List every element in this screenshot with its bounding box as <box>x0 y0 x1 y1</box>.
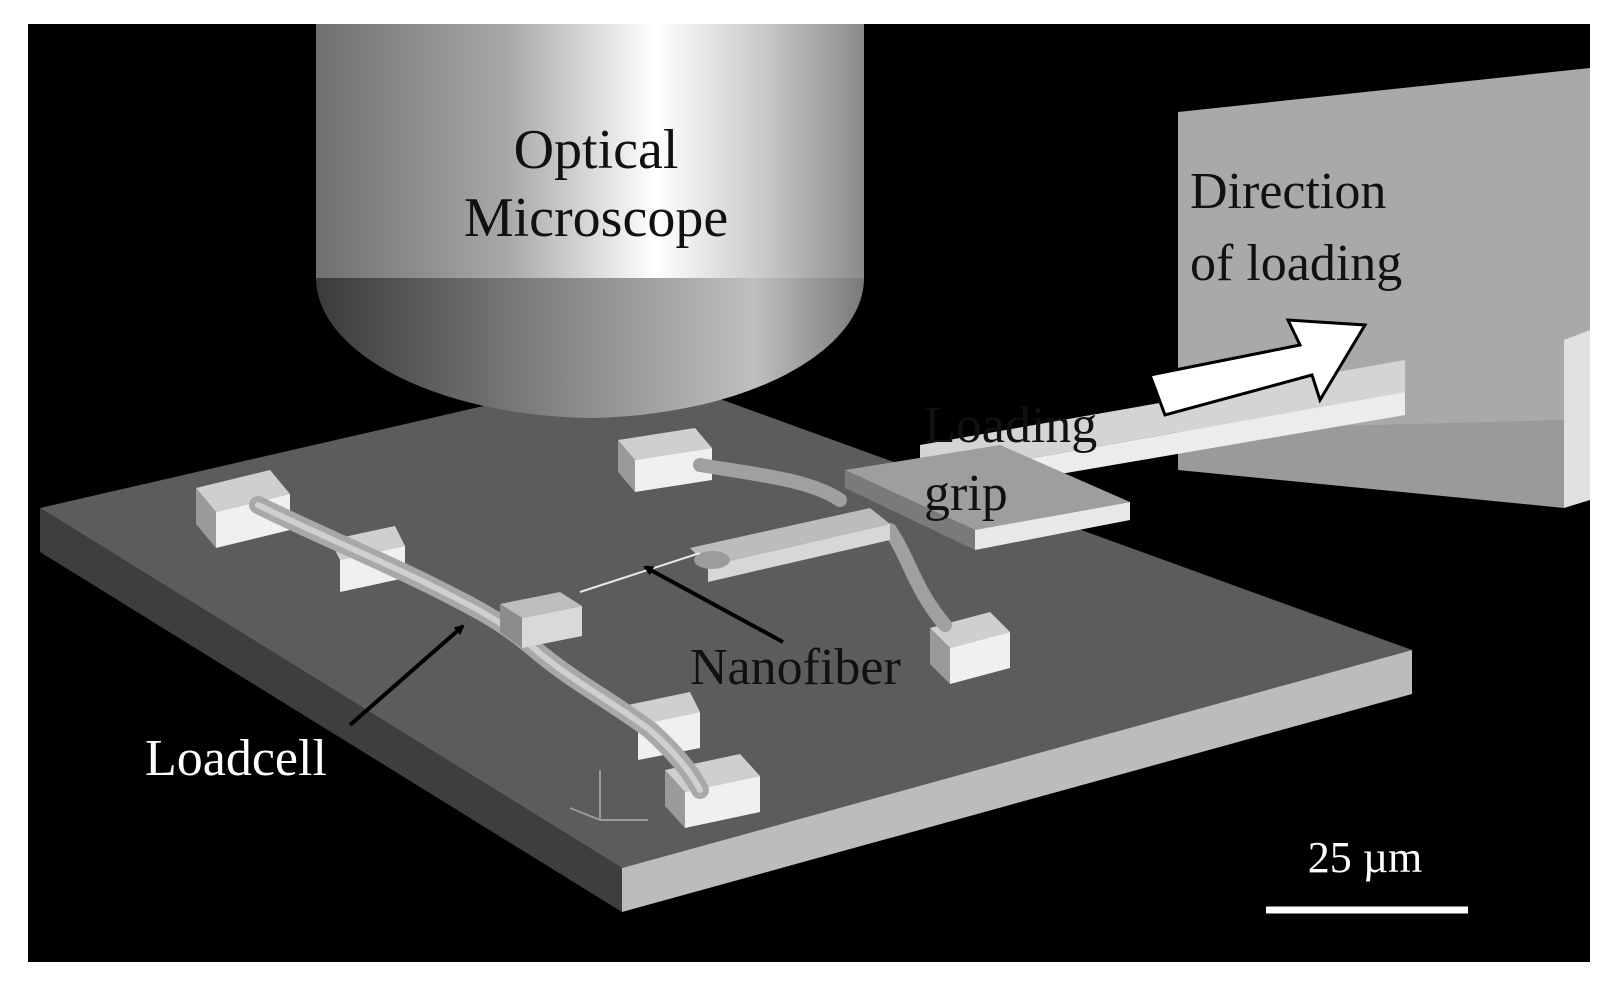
direction-label-line2: of loading <box>1190 235 1402 292</box>
optical-microscope <box>316 24 864 418</box>
microscope-label-line1: Optical <box>514 119 679 181</box>
loading-actuator-block <box>1178 68 1590 508</box>
grip-flexure-bottom <box>883 523 952 632</box>
direction-label-line1: Direction <box>1190 163 1386 220</box>
microscope-label-line2: Microscope <box>464 187 728 249</box>
loadcell-label: Loadcell <box>145 730 327 787</box>
loadcell-shuttle <box>500 592 582 648</box>
coordinate-axes-icon <box>569 770 648 821</box>
grip-tip <box>690 508 890 582</box>
substrate <box>40 370 1412 912</box>
scale-bar-label: 25 µm <box>1308 833 1423 882</box>
loadcell-pointer-arrow <box>348 624 465 727</box>
anchor-pad-right-lower <box>930 612 1010 684</box>
grip-label-line1: Loading <box>924 397 1097 454</box>
nanofiber-label: Nanofiber <box>690 639 901 696</box>
grip-label-line2: grip <box>924 465 1008 522</box>
grip-flexure-top <box>693 458 847 507</box>
nanofiber <box>579 552 701 593</box>
direction-arrow <box>1147 318 1368 417</box>
loading-grip <box>845 445 1130 550</box>
anchor-pad-top <box>618 428 712 492</box>
nanofiber-pointer-arrow <box>643 565 784 644</box>
